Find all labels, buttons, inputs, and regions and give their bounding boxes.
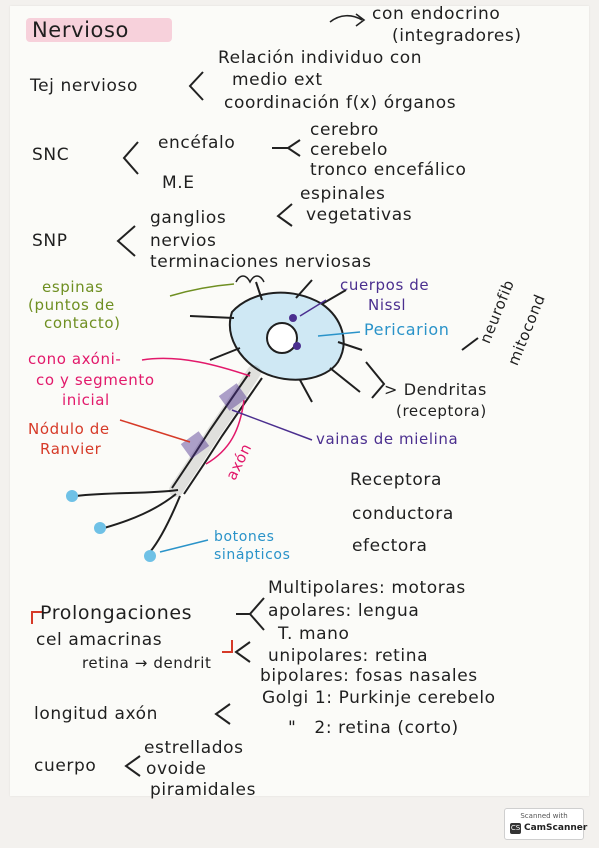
label-dendritas-1: > Dendritas bbox=[384, 380, 487, 399]
tejido-item-3: coordinación f(x) órganos bbox=[224, 93, 457, 113]
snc-part-1: cerebro bbox=[310, 120, 379, 140]
longitud-label: longitud axón bbox=[34, 704, 158, 724]
snp-item-1: ganglios bbox=[150, 208, 227, 228]
camscanner-name: CamScanner bbox=[524, 823, 588, 833]
prolongaciones-label: Prolongaciones bbox=[40, 602, 193, 624]
snc-label: SNC bbox=[32, 145, 70, 165]
scanned-with-text: Scanned with bbox=[520, 812, 568, 820]
tejido-item-1: Relación individuo con bbox=[218, 48, 423, 68]
snp-ganglio-type-2: vegetativas bbox=[306, 205, 413, 225]
label-dendritas-2: (receptora) bbox=[396, 402, 487, 420]
prolongacion-item-3: T. mano bbox=[278, 624, 350, 644]
funcion-3: efectora bbox=[352, 536, 428, 556]
prolongaciones-extra-1: cel amacrinas bbox=[36, 630, 163, 650]
label-nissl-1: cuerpos de bbox=[340, 276, 430, 294]
label-espinas-1: espinas bbox=[42, 278, 104, 296]
endocrino-line-2: (integradores) bbox=[392, 26, 522, 46]
tejido-label: Tej nervioso bbox=[30, 76, 138, 96]
prolongaciones-extra-2: retina → dendrit bbox=[82, 654, 212, 672]
cuerpo-item-3: piramidales bbox=[150, 780, 257, 800]
cuerpo-item-2: ovoide bbox=[146, 759, 207, 779]
label-nodulo-1: Nódulo de bbox=[28, 420, 110, 438]
prolongacion-item-1: Multipolares: motoras bbox=[268, 578, 466, 598]
cuerpo-label: cuerpo bbox=[34, 756, 97, 776]
longitud-item-1: Golgi 1: Purkinje cerebelo bbox=[262, 688, 496, 708]
snc-part-3: tronco encefálico bbox=[310, 160, 467, 180]
snp-item-3: terminaciones nerviosas bbox=[150, 252, 372, 272]
funcion-1: Receptora bbox=[350, 470, 442, 490]
snp-ganglio-type-1: espinales bbox=[300, 184, 386, 204]
label-cono-1: cono axóni- bbox=[28, 350, 122, 368]
snp-item-2: nervios bbox=[150, 231, 217, 251]
longitud-item-2: " 2: retina (corto) bbox=[288, 718, 459, 738]
cuerpo-item-1: estrellados bbox=[144, 738, 244, 758]
label-nissl-2: Nissl bbox=[368, 296, 407, 314]
notebook-page bbox=[10, 6, 589, 796]
prolongacion-item-4: unipolares: retina bbox=[268, 646, 429, 666]
label-cono-3: inicial bbox=[62, 391, 110, 409]
snc-part-2: cerebelo bbox=[310, 140, 389, 160]
label-botones-2: sinápticos bbox=[214, 547, 291, 563]
tejido-item-2: medio ext bbox=[232, 70, 323, 90]
endocrino-line-1: con endocrino bbox=[372, 4, 501, 24]
label-espinas-2: (puntos de bbox=[28, 296, 115, 314]
prolongacion-item-5: bipolares: fosas nasales bbox=[260, 666, 478, 686]
label-pericarion: Pericarion bbox=[364, 320, 450, 339]
camscanner-badge: Scanned with CS CamScanner bbox=[504, 808, 588, 840]
title-highlight bbox=[26, 18, 172, 42]
snp-label: SNP bbox=[32, 231, 68, 251]
prolongacion-item-2: apolares: lengua bbox=[268, 601, 420, 621]
snc-encefalo: encéfalo bbox=[158, 133, 236, 153]
funcion-2: conductora bbox=[352, 504, 454, 524]
label-vainas: vainas de mielina bbox=[316, 430, 459, 448]
label-nodulo-2: Ranvier bbox=[40, 440, 102, 458]
page-title: Nervioso bbox=[32, 18, 129, 42]
label-cono-2: co y segmento bbox=[36, 371, 155, 389]
snc-me: M.E bbox=[162, 173, 195, 193]
camscanner-logo-icon: CS bbox=[510, 823, 521, 834]
label-espinas-3: contacto) bbox=[44, 314, 121, 332]
label-botones-1: botones bbox=[214, 529, 275, 545]
